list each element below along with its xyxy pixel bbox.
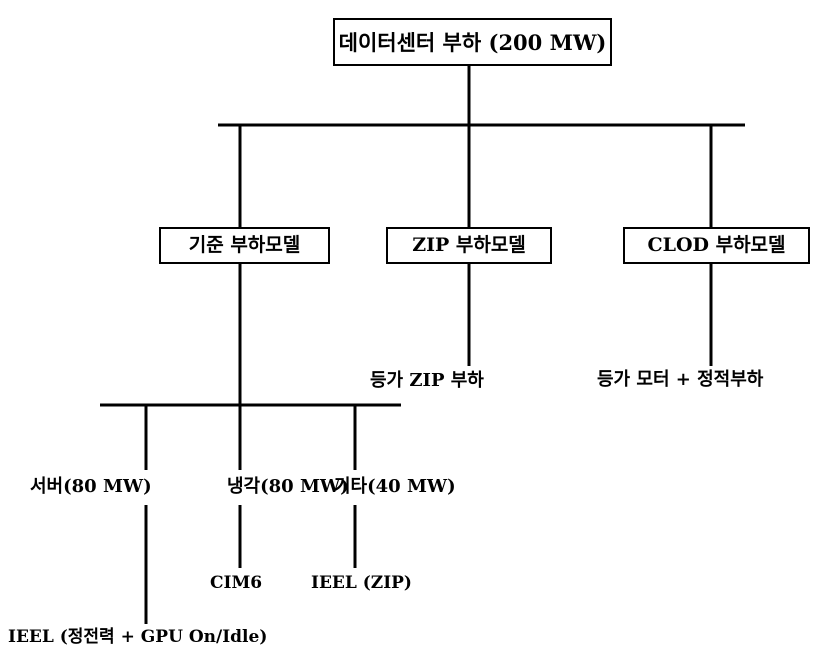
baseline-load-model-box: 기준 부하모델 <box>159 227 330 264</box>
cim6-model-label: CIM6 <box>210 573 263 593</box>
root-node-label: 데이터센터 부하 (200 MW) <box>338 29 607 55</box>
root-node-datacenter-load: 데이터센터 부하 (200 MW) <box>333 18 612 66</box>
ieel-zip-model-label: IEEL (ZIP) <box>311 573 412 593</box>
ieel-server-model-label: IEEL (정전력 + GPU On/Idle) <box>8 627 268 647</box>
equivalent-zip-load-label: 등가 ZIP 부하 <box>370 370 484 391</box>
server-load-label: 서버(80 MW) <box>30 476 152 497</box>
clod-load-model-label: CLOD 부하모델 <box>647 234 786 256</box>
baseline-load-model-label: 기준 부하모델 <box>188 234 301 256</box>
zip-load-model-label: ZIP 부하모델 <box>412 234 526 256</box>
zip-load-model-box: ZIP 부하모델 <box>386 227 552 264</box>
cooling-load-label: 냉각(80 MW) <box>227 476 349 497</box>
equivalent-motor-static-load-label: 등가 모터 + 정적부하 <box>597 369 764 390</box>
clod-load-model-box: CLOD 부하모델 <box>623 227 810 264</box>
other-load-label: 기타(40 MW) <box>334 476 456 497</box>
